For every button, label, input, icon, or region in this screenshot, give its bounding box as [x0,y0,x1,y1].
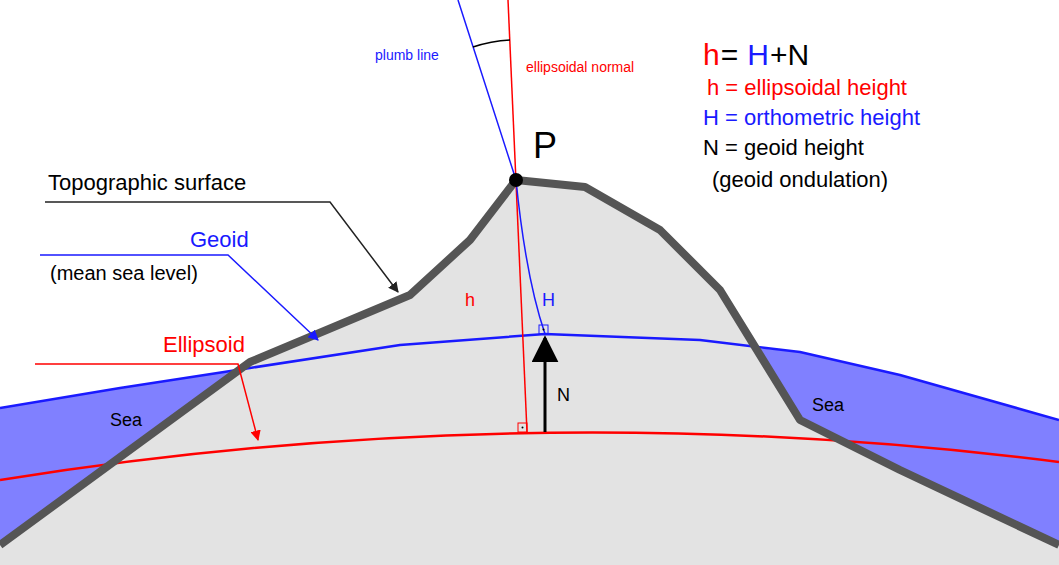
deflection-angle [473,40,510,47]
height-label: H [542,291,555,309]
point-p [509,173,523,187]
surface-label: Ellipsoid [163,334,245,356]
geoid-height-arrow [544,338,547,432]
formula-part: H [747,40,769,70]
ellipsoidal-normal [508,0,527,432]
surface-label: Geoid [190,229,249,251]
sea-label: Sea [110,411,142,429]
leader-line [40,255,318,340]
height-label: N [557,386,570,404]
plumb-line [458,0,545,334]
height-label: h [465,291,475,309]
geoid-curve [0,334,1059,420]
line-label: ellipsoidal normal [526,60,634,74]
right-angle-dot [522,427,524,429]
formula-part: +N [770,40,809,70]
formula-part: = [721,40,739,70]
right-angle-geoid [539,325,548,334]
surface-note: (mean sea level) [50,263,198,283]
point-label: P [533,128,557,164]
leader-line [35,364,258,440]
land-body [0,180,1059,565]
leader-line [45,202,398,292]
definition-text: (geoid ondulation) [712,169,888,191]
formula-part: h [703,40,720,70]
line-label: plumb line [375,48,439,62]
surface-label: Topographic surface [48,172,246,194]
sea-label: Sea [812,396,844,414]
definition-text: h = ellipsoidal height [707,77,907,99]
definition-text: H = orthometric height [703,107,920,129]
topographic-surface [0,180,1059,545]
right-angle-dot [543,329,545,331]
right-angle-ellipsoid [518,423,527,432]
definition-text: N = geoid height [703,137,864,159]
